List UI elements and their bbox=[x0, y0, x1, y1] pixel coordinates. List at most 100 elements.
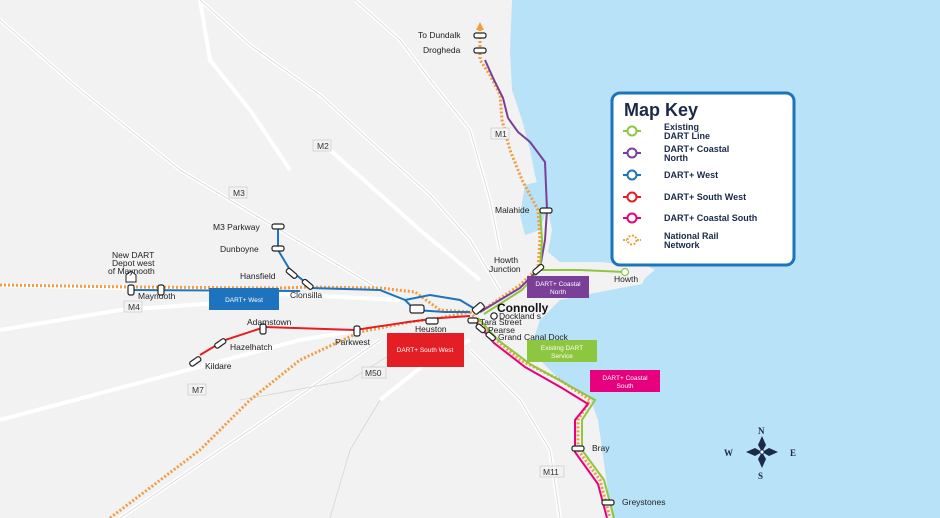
station-marker-clonsilla[interactable] bbox=[301, 278, 314, 291]
road-labels: M1 M2 M3 M4 M7 M50 M11 bbox=[123, 127, 565, 478]
key-label-national-rail-1: National Rail bbox=[664, 231, 719, 241]
map-key-title: Map Key bbox=[624, 100, 698, 120]
road-label-m50: M50 bbox=[365, 368, 382, 378]
station-marker-howth[interactable] bbox=[620, 267, 630, 277]
label-bray: Bray bbox=[592, 443, 610, 453]
label-pearse: Pearse bbox=[488, 325, 515, 335]
station-marker-heuston[interactable] bbox=[409, 304, 425, 314]
label-depot-2: Depot west bbox=[112, 258, 155, 268]
key-label-existing-1: Existing bbox=[664, 122, 699, 132]
compass-w: W bbox=[724, 448, 733, 458]
label-grand-canal-dock: Grand Canal Dock bbox=[498, 332, 569, 342]
label-drogheda: Drogheda bbox=[423, 45, 461, 55]
compass-icon bbox=[746, 436, 778, 468]
key-item-dart-west: DART+ West bbox=[623, 169, 718, 181]
label-depot-3: of Maynooth bbox=[108, 266, 155, 276]
station-marker-docklands[interactable] bbox=[490, 312, 498, 320]
depot-icon bbox=[125, 270, 137, 283]
station-marker-pearse[interactable] bbox=[475, 323, 486, 334]
station-marker-adamstown[interactable] bbox=[259, 323, 267, 335]
station-marker-connolly[interactable] bbox=[471, 302, 485, 315]
station-marker-greystones[interactable] bbox=[601, 499, 615, 506]
label-malahide: Malahide bbox=[495, 205, 530, 215]
label-howth: Howth bbox=[614, 274, 638, 284]
map-key: Map Key Existing DART Line DART+ Coastal… bbox=[610, 91, 796, 267]
key-label-existing-2: DART Line bbox=[664, 131, 710, 141]
existing-dart-box-label-2: Service bbox=[551, 353, 573, 360]
label-m3-parkway: M3 Parkway bbox=[213, 222, 261, 232]
station-marker-kildare[interactable] bbox=[189, 356, 202, 367]
coastal-south-box-label-1: DART+ Coastal bbox=[602, 375, 648, 382]
label-docklands: Dockland s bbox=[499, 311, 541, 321]
station-marker-maynooth[interactable] bbox=[127, 284, 135, 296]
label-hansfield: Hansfield bbox=[240, 271, 276, 281]
compass-s: S bbox=[758, 471, 763, 481]
dart-south-west-box-label: DART+ South West bbox=[397, 347, 454, 354]
road-network bbox=[0, 0, 562, 518]
key-label-coastal-south: DART+ Coastal South bbox=[664, 213, 757, 223]
station-marker-hansfield[interactable] bbox=[285, 267, 298, 280]
station-marker-m3-parkway[interactable] bbox=[271, 223, 285, 230]
compass-rose: N S E W bbox=[724, 426, 796, 481]
road-label-m7: M7 bbox=[192, 385, 204, 395]
label-howth-junction-1: Howth bbox=[494, 255, 518, 265]
label-adamstown: Adamstown bbox=[247, 317, 292, 327]
label-depot-1: New DART bbox=[112, 250, 154, 260]
coastal-north-box-label-1: DART+ Coastal bbox=[535, 281, 581, 288]
road-label-m11: M11 bbox=[543, 467, 559, 477]
key-label-dart-south-west: DART+ South West bbox=[664, 192, 746, 202]
label-dunboyne: Dunboyne bbox=[220, 244, 259, 254]
coastal-north-box-label-2: North bbox=[550, 289, 566, 296]
key-item-existing-dart: Existing DART Line bbox=[623, 122, 710, 141]
key-item-dart-south-west: DART+ South West bbox=[623, 191, 746, 203]
existing-dart-box-label-1: Existing DART bbox=[541, 345, 583, 352]
dart-west-box: DART+ West bbox=[209, 288, 279, 310]
label-parkwest: Parkwest bbox=[335, 337, 371, 347]
dart-south-west-box: DART+ South West bbox=[387, 333, 464, 367]
station-labels: To Dundalk Drogheda Malahide Howth Junct… bbox=[108, 30, 665, 507]
compass-e: E bbox=[790, 448, 796, 458]
station-marker-parkwest[interactable] bbox=[353, 325, 361, 337]
station-markers bbox=[127, 32, 630, 506]
coastal-south-box-label-2: South bbox=[617, 383, 634, 390]
station-marker-bray[interactable] bbox=[571, 445, 585, 452]
key-item-coastal-north: DART+ Coastal North bbox=[623, 144, 729, 163]
compass-n: N bbox=[758, 426, 765, 436]
label-kildare: Kildare bbox=[205, 361, 232, 371]
label-connolly: Connolly bbox=[497, 301, 549, 315]
label-clonsilla: Clonsilla bbox=[290, 290, 322, 300]
label-hazelhatch: Hazelhatch bbox=[230, 342, 273, 352]
coastal-north-box: DART+ Coastal North bbox=[527, 276, 589, 298]
label-heuston: Heuston bbox=[415, 324, 447, 334]
station-marker-to-dundalk[interactable] bbox=[473, 32, 487, 39]
coastal-south-box: DART+ Coastal South bbox=[590, 370, 660, 392]
key-label-coastal-north-2: North bbox=[664, 153, 688, 163]
road-label-m2: M2 bbox=[317, 141, 329, 151]
key-label-coastal-north-1: DART+ Coastal bbox=[664, 144, 729, 154]
station-marker-dunboyne[interactable] bbox=[271, 245, 285, 252]
label-maynooth: Maynooth bbox=[138, 291, 176, 301]
key-label-national-rail-2: Network bbox=[664, 240, 701, 250]
road-label-m1: M1 bbox=[495, 129, 507, 139]
station-marker-maynooth-2[interactable] bbox=[157, 284, 165, 296]
label-greystones: Greystones bbox=[622, 497, 665, 507]
station-marker-drogheda[interactable] bbox=[473, 47, 487, 54]
station-marker-grand-canal-dock[interactable] bbox=[485, 331, 496, 342]
station-marker-tara-street[interactable] bbox=[467, 317, 479, 324]
station-marker-heuston-2[interactable] bbox=[425, 317, 439, 325]
to-dundalk-arrow-icon bbox=[476, 22, 484, 30]
road-label-m3: M3 bbox=[233, 188, 245, 198]
station-marker-malahide[interactable] bbox=[539, 207, 553, 214]
label-to-dundalk: To Dundalk bbox=[418, 30, 461, 40]
key-item-national-rail: National Rail Network bbox=[623, 231, 719, 250]
road-network-outline bbox=[0, 0, 561, 518]
dart-west-box-label: DART+ West bbox=[225, 297, 263, 304]
road-label-m4: M4 bbox=[128, 302, 140, 312]
station-marker-howth-junction[interactable] bbox=[532, 263, 545, 276]
label-howth-junction-2: Junction bbox=[489, 264, 521, 274]
label-tara-street: Tara Street bbox=[480, 317, 522, 327]
key-label-dart-west: DART+ West bbox=[664, 170, 718, 180]
station-marker-hazelhatch[interactable] bbox=[214, 338, 227, 349]
